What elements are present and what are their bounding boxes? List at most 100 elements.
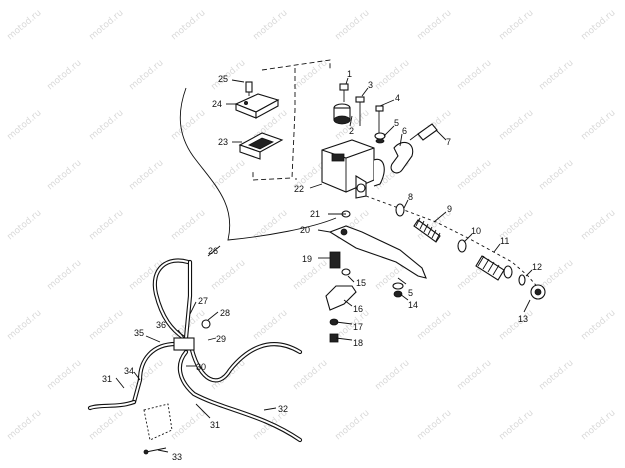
watermark-text: motod.ru (128, 158, 166, 192)
watermark-text: motod.ru (6, 8, 44, 42)
screw-1 (333, 83, 351, 125)
watermark-text: motod.ru (88, 108, 126, 142)
callout-10: 10 (471, 226, 481, 236)
callout-15: 15 (356, 278, 366, 288)
watermark-text: motod.ru (292, 358, 330, 392)
watermark-text: motod.ru (46, 158, 84, 192)
watermark-text: motod.ru (374, 358, 412, 392)
watermark-text: motod.ru (170, 208, 208, 242)
watermark-text: motod.ru (580, 408, 618, 442)
brake-hoses (87, 258, 303, 443)
callout-13: 13 (518, 314, 528, 324)
watermark-text: motod.ru (538, 358, 576, 392)
reservoir-cap-24 (234, 93, 280, 119)
caliper-outline (143, 403, 173, 441)
watermark-text: motod.ru (580, 8, 618, 42)
callout-30: 30 (196, 362, 206, 372)
brake-lever-20 (328, 225, 427, 279)
clip-12 (518, 274, 526, 286)
bolt-33 (143, 447, 167, 455)
watermark-text: motod.ru (498, 8, 536, 42)
callout-6: 6 (402, 126, 407, 136)
callout-31-left: 31 (102, 374, 112, 384)
watermark-text: motod.ru (498, 408, 536, 442)
screw-4 (375, 105, 384, 134)
callout-19: 19 (302, 254, 312, 264)
callout-3: 3 (368, 80, 373, 90)
handlebar-outline (179, 87, 337, 241)
callout-7: 7 (446, 137, 451, 147)
washer-5-bottom (392, 282, 404, 290)
watermark-text: motod.ru (6, 308, 44, 342)
watermark-text: motod.ru (498, 308, 536, 342)
watermark-text: motod.ru (6, 108, 44, 142)
bolt-28 (201, 319, 211, 329)
callout-16: 16 (353, 304, 363, 314)
callout-21: 21 (310, 209, 320, 219)
watermark-text: motod.ru (456, 158, 494, 192)
nut-14 (393, 290, 403, 298)
screw-3 (355, 96, 365, 126)
watermark-text: motod.ru (46, 258, 84, 292)
watermark-text: motod.ru (128, 258, 166, 292)
callout-labels: 1 2 3 4 5 5 6 7 8 9 10 11 12 13 14 15 16… (102, 69, 542, 462)
spring-19 (329, 251, 341, 269)
master-cylinder-body-22 (321, 139, 385, 199)
watermark-text: motod.ru (334, 8, 372, 42)
watermark-text: motod.ru (170, 108, 208, 142)
watermark-text: motod.ru (416, 408, 454, 442)
callout-36: 36 (156, 320, 166, 330)
switch-bracket-16 (325, 285, 357, 311)
callout-23: 23 (218, 137, 228, 147)
callout-18: 18 (353, 338, 363, 348)
reservoir-frame (252, 59, 331, 181)
watermark-text: motod.ru (170, 408, 208, 442)
callout-11: 11 (500, 236, 509, 246)
washer-15 (341, 268, 351, 276)
watermark-text: motod.ru (88, 308, 126, 342)
watermark-text: motod.ru (580, 208, 618, 242)
callout-17: 17 (353, 322, 363, 332)
seal-10 (457, 239, 467, 253)
leader-lines (115, 77, 533, 453)
clamp-bracket-6 (390, 141, 414, 174)
watermark-text: motod.ru (128, 58, 166, 92)
watermark-text: motod.ru (210, 158, 248, 192)
watermark-text: motod.ru (88, 408, 126, 442)
watermark-text: motod.ru (170, 8, 208, 42)
nut-top (375, 138, 385, 144)
callout-14: 14 (408, 300, 418, 310)
callout-26: 26 (208, 246, 218, 256)
boot-13 (530, 284, 546, 300)
callout-12: 12 (532, 262, 542, 272)
watermark-text: motod.ru (210, 58, 248, 92)
junction-block-36 (173, 337, 195, 351)
callout-2: 2 (349, 126, 354, 136)
watermark-text: motod.ru (210, 258, 248, 292)
watermark-text: motod.ru (538, 58, 576, 92)
watermark-text: motod.ru (456, 58, 494, 92)
watermark-text: motod.ru (6, 208, 44, 242)
diaphragm-23 (238, 132, 284, 160)
screw-7 (409, 123, 438, 141)
callout-25: 25 (218, 74, 228, 84)
callout-29: 29 (216, 334, 226, 344)
watermark-text: motod.ru (6, 408, 44, 442)
watermark-text: motod.ru (252, 208, 290, 242)
watermark-text: motod.ru (252, 308, 290, 342)
callout-4: 4 (395, 93, 400, 103)
callout-8: 8 (408, 192, 413, 202)
watermark-text: motod.ru (498, 108, 536, 142)
callout-33: 33 (172, 452, 182, 462)
callout-34: 34 (124, 366, 134, 376)
washer-8 (395, 203, 405, 217)
callout-5-bottom: 5 (408, 288, 413, 298)
piston-11 (475, 255, 513, 281)
watermark-text: motod.ru (88, 8, 126, 42)
washer-5-top (374, 132, 386, 140)
callout-20: 20 (300, 225, 310, 235)
watermark-text: motod.ru (46, 358, 84, 392)
callout-5-top: 5 (394, 118, 399, 128)
watermark-text: motod.ru (46, 58, 84, 92)
spring-9 (413, 217, 441, 243)
